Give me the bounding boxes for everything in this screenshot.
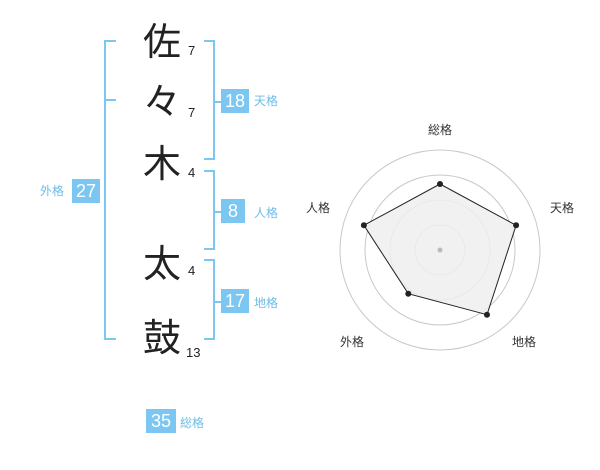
radar-axis-label-gaikaku: 外格 xyxy=(339,335,364,349)
radar-grid-ring-3 xyxy=(364,174,516,326)
tenkaku-value-box: 18 xyxy=(221,89,249,113)
gaikaku-bracket xyxy=(104,40,116,340)
jinkaku-label: 人格 xyxy=(254,206,279,220)
name-char-3: 木 xyxy=(142,142,181,186)
bracket-divider-tick xyxy=(104,99,116,101)
tenkaku-bracket-tick xyxy=(215,101,221,103)
soukaku-value-box: 35 xyxy=(146,409,176,433)
name-char-2: 々 xyxy=(142,80,181,124)
stroke-count-5: 13 xyxy=(186,345,201,360)
radar-grid-ring-4 xyxy=(339,149,541,351)
chikaku-label: 地格 xyxy=(254,296,279,310)
stroke-count-2: 7 xyxy=(188,105,196,120)
chikaku-value-box: 17 xyxy=(221,289,249,313)
kakusu-radar-chart xyxy=(339,149,541,351)
name-char-1: 佐 xyxy=(142,20,181,64)
stroke-count-4: 4 xyxy=(188,263,196,278)
stroke-count-3: 4 xyxy=(188,165,196,180)
jinkaku-bracket xyxy=(204,170,215,250)
radar-point-2 xyxy=(513,222,520,229)
radar-axis-label-soukaku: 総格 xyxy=(427,123,452,137)
radar-center-dot xyxy=(437,247,443,253)
tenkaku-bracket xyxy=(204,40,215,160)
radar-axis-label-jinkaku: 人格 xyxy=(305,201,330,215)
soukaku-label: 総格 xyxy=(180,416,205,430)
name-char-4: 太 xyxy=(142,242,181,286)
jinkaku-bracket-tick xyxy=(215,211,221,213)
radar-point-4 xyxy=(405,290,412,297)
chikaku-bracket xyxy=(204,259,215,340)
chikaku-bracket-tick xyxy=(215,301,221,303)
radar-point-3 xyxy=(484,311,490,318)
name-char-5: 鼓 xyxy=(142,316,181,360)
gaikaku-label: 外格 xyxy=(40,184,65,198)
radar-point-1 xyxy=(437,181,443,187)
radar-axis-label-chikaku: 地格 xyxy=(511,335,536,349)
tenkaku-label: 天格 xyxy=(254,94,279,108)
jinkaku-value-box: 8 xyxy=(221,199,245,223)
radar-point-5 xyxy=(360,222,367,229)
gaikaku-value-box: 27 xyxy=(72,179,100,203)
radar-axis-label-tenkaku: 天格 xyxy=(549,201,574,215)
stroke-count-1: 7 xyxy=(188,43,196,58)
